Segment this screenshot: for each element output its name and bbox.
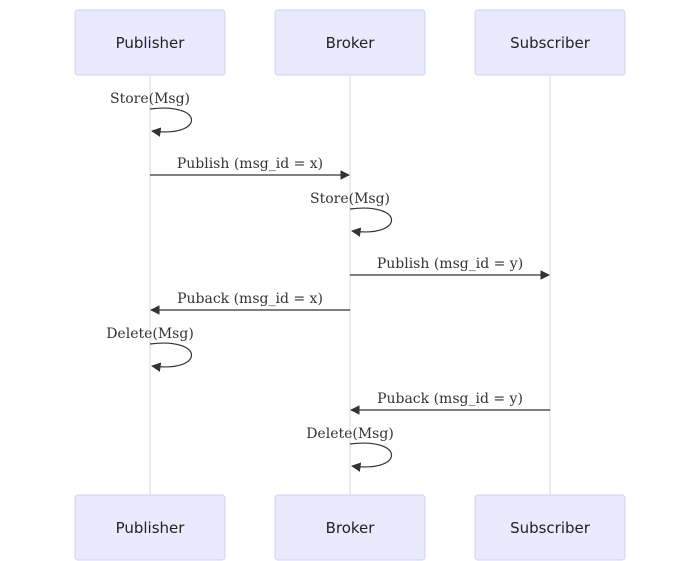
message-label: Publish (msg_id = x) xyxy=(177,156,323,172)
message-puback-x: Puback (msg_id = x) xyxy=(150,291,350,315)
broker-actor-bottom[interactable]: Broker xyxy=(274,494,426,561)
subscriber-label-bottom: Subscriber xyxy=(510,519,591,537)
subscriber-label-top: Subscriber xyxy=(510,34,591,52)
self-loop-arrow xyxy=(149,342,192,372)
publisher-label-top: Publisher xyxy=(116,34,186,52)
self-loop-arrow xyxy=(349,207,392,237)
subscriber-actor-top[interactable]: Subscriber xyxy=(474,9,626,76)
message-label: Puback (msg_id = y) xyxy=(377,391,523,407)
message-publish-y: Publish (msg_id = y) xyxy=(350,256,550,280)
message-publish-x: Publish (msg_id = x) xyxy=(150,156,350,180)
message-delete-publisher: Delete(Msg) xyxy=(106,326,194,372)
message-label: Publish (msg_id = y) xyxy=(377,256,523,272)
broker-actor-top[interactable]: Broker xyxy=(274,9,426,76)
publisher-actor-bottom[interactable]: Publisher xyxy=(74,494,226,561)
message-store-broker: Store(Msg) xyxy=(310,191,392,237)
message-label: Delete(Msg) xyxy=(306,426,394,442)
message-puback-y: Puback (msg_id = y) xyxy=(350,391,550,415)
message-label: Delete(Msg) xyxy=(106,326,194,342)
publisher-actor-top[interactable]: Publisher xyxy=(74,9,226,76)
self-loop-arrow xyxy=(349,442,392,472)
self-loop-arrow xyxy=(149,107,192,137)
broker-label-bottom: Broker xyxy=(326,519,376,537)
message-label: Store(Msg) xyxy=(110,91,190,107)
broker-label-top: Broker xyxy=(326,34,376,52)
message-label: Store(Msg) xyxy=(310,191,390,207)
message-store-publisher: Store(Msg) xyxy=(110,91,192,137)
publisher-label-bottom: Publisher xyxy=(116,519,186,537)
message-delete-broker: Delete(Msg) xyxy=(306,426,394,472)
subscriber-actor-bottom[interactable]: Subscriber xyxy=(474,494,626,561)
message-label: Puback (msg_id = x) xyxy=(177,291,323,307)
